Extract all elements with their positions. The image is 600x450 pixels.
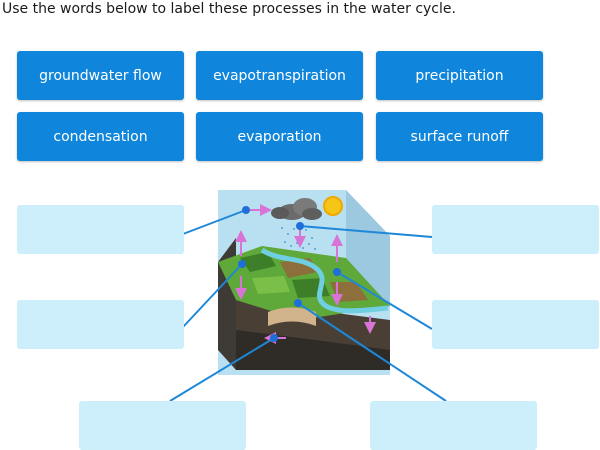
label-drop-zone-1[interactable] xyxy=(17,205,184,254)
lakebed xyxy=(268,307,316,326)
anchor-dot xyxy=(242,206,250,214)
label-drop-zone-2[interactable] xyxy=(432,205,599,254)
label-drop-zone-5[interactable] xyxy=(79,401,246,450)
river xyxy=(260,247,389,314)
word-chip-groundwater-flow[interactable]: groundwater flow xyxy=(17,51,184,100)
label-drop-zone-6[interactable] xyxy=(370,401,537,450)
word-chip-surface-runoff[interactable]: surface runoff xyxy=(376,112,543,161)
anchor-dots xyxy=(238,206,341,342)
leader-line xyxy=(182,209,247,235)
anchor-dot xyxy=(294,299,302,307)
leader-lines xyxy=(169,209,447,402)
leader-line xyxy=(299,225,433,238)
anchor-dot xyxy=(296,222,304,230)
label-drop-zone-4[interactable] xyxy=(432,300,599,349)
anchor-dot xyxy=(238,260,246,268)
field-patch xyxy=(240,252,276,272)
word-chip-evapotranspiration[interactable]: evapotranspiration xyxy=(196,51,363,100)
leader-line xyxy=(336,271,433,330)
label-drop-zone-3[interactable] xyxy=(17,300,184,349)
cloud-icon xyxy=(271,198,322,220)
leader-line xyxy=(182,263,243,328)
word-chip-evaporation[interactable]: evaporation xyxy=(196,112,363,161)
anchor-dot xyxy=(270,334,278,342)
instruction-text: Use the words below to label these proce… xyxy=(2,1,456,17)
anchor-dot xyxy=(333,268,341,276)
leader-line xyxy=(169,337,275,402)
word-chip-condensation[interactable]: condensation xyxy=(17,112,184,161)
field-patch xyxy=(252,276,290,294)
sun-icon xyxy=(323,196,343,216)
sky-side-panel xyxy=(346,190,390,306)
leader-line xyxy=(297,302,447,402)
word-chip-precipitation[interactable]: precipitation xyxy=(376,51,543,100)
